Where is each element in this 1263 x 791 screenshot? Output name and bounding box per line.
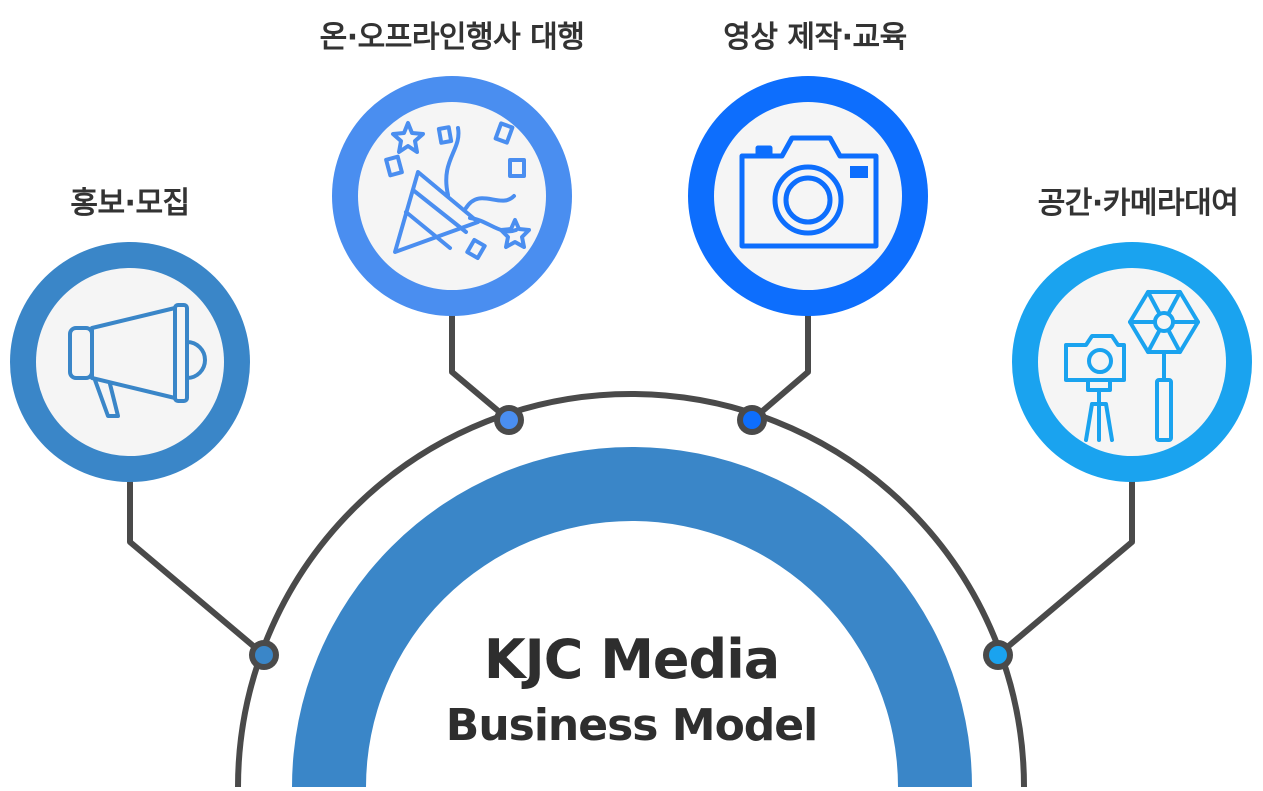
service-node-video — [688, 76, 928, 316]
service-label-rental: 공간·카메라대여 — [1037, 186, 1239, 221]
service-label-event: 온·오프라인행사 대행 — [319, 20, 585, 55]
party-popper-icon — [384, 121, 531, 261]
connector-dot-event — [494, 405, 524, 435]
outer-arc — [235, 391, 1027, 788]
connector-dot-rental — [983, 640, 1013, 670]
service-label-promo: 홍보·모집 — [70, 186, 190, 221]
connector-promo — [127, 470, 266, 658]
megaphone-icon — [68, 303, 207, 418]
center-subtitle: Business Model — [445, 700, 818, 751]
center-title: KJC Media — [483, 628, 780, 691]
connector-rental — [996, 470, 1135, 658]
service-label-video: 영상 제작·교육 — [723, 20, 907, 55]
service-node-rental — [1012, 242, 1252, 482]
connector-video — [750, 300, 811, 423]
connector-event — [449, 300, 511, 423]
camera-icon — [739, 135, 879, 249]
studio-equipment-icon — [1064, 290, 1200, 442]
connector-dot-promo — [249, 640, 279, 670]
connector-dot-video — [737, 405, 767, 435]
service-node-event — [332, 76, 572, 316]
inner-arc — [292, 447, 972, 787]
service-node-promo — [10, 242, 250, 482]
